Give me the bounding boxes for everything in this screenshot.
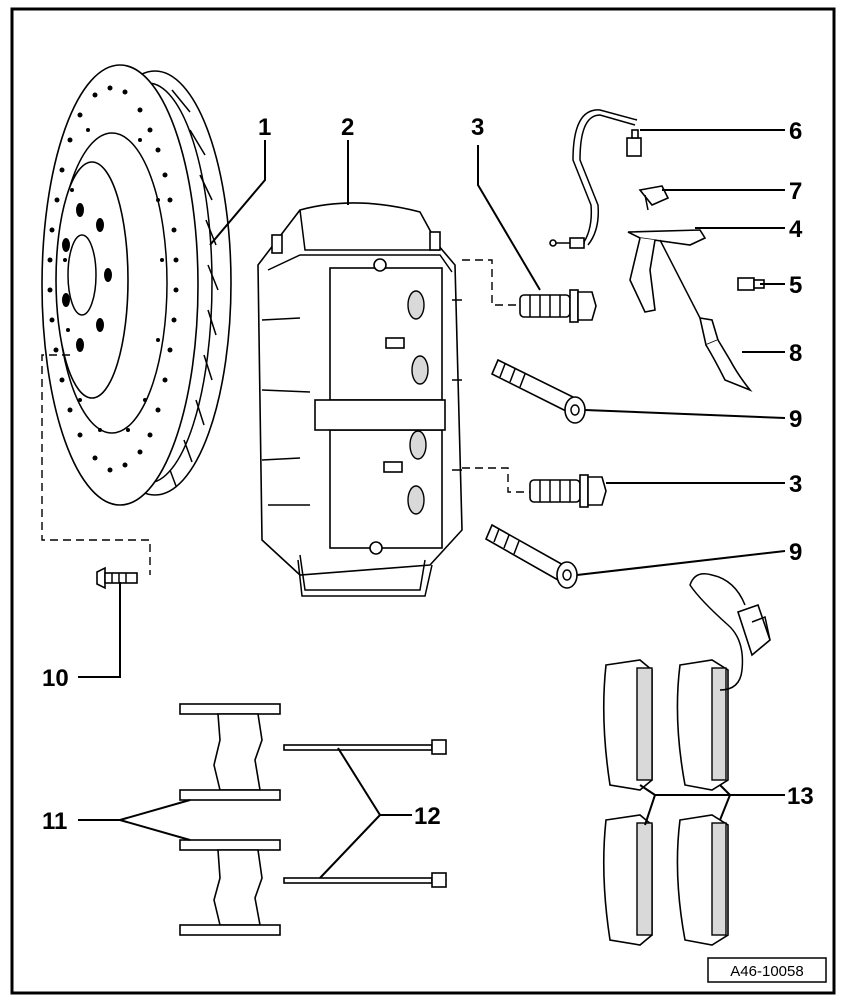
callout-3-upper: 3: [471, 114, 484, 141]
brake-pad-lower-right: [676, 814, 729, 946]
pad-wear-indicator-wire: [689, 573, 771, 691]
brake-pad-upper-left: [602, 659, 653, 791]
reference-code-box: A46-10058: [707, 957, 827, 983]
callout-9-upper: 9: [789, 406, 802, 433]
frame-border: [10, 7, 836, 995]
mounting-bracket: [627, 229, 707, 313]
brake-caliper: [257, 202, 463, 597]
retaining-plate-lower: [179, 839, 281, 936]
callout-2: 2: [341, 114, 354, 141]
callout-labels: 1 2 3 3 4 5 6 7 8 9 9 10 11 12 13: [42, 114, 814, 835]
clip-retainer: [638, 185, 670, 211]
reference-code: A46-10058: [730, 963, 803, 980]
brake-pad-lower-left: [602, 814, 653, 946]
callout-10: 10: [42, 665, 69, 692]
retaining-pin-lower: [283, 872, 447, 888]
callout-1: 1: [258, 114, 271, 141]
hex-bolt-lower: [529, 474, 607, 508]
callout-12: 12: [414, 803, 441, 830]
callout-9-lower: 9: [789, 539, 802, 566]
retaining-pin-upper: [283, 739, 447, 755]
countersunk-screw: [96, 566, 138, 590]
alignment-dashed-line-disc: [41, 354, 151, 575]
callout-7: 7: [789, 178, 802, 205]
bolt-small: [737, 277, 765, 291]
retaining-plate-upper: [179, 703, 281, 801]
callout-6: 6: [789, 118, 802, 145]
wear-sensor-cable: [549, 109, 638, 249]
callout-5: 5: [789, 272, 802, 299]
callout-11: 11: [42, 808, 67, 835]
callout-4: 4: [789, 216, 803, 243]
brake-pad-upper-right: [676, 659, 729, 791]
callout-3-lower: 3: [789, 471, 802, 498]
alignment-dashed-line-lower: [462, 467, 530, 493]
alignment-dashed-line-upper: [462, 259, 520, 306]
callout-13: 13: [787, 783, 814, 810]
sensor-cable-end: [659, 239, 753, 392]
brake-disc: [41, 64, 232, 506]
callout-8: 8: [789, 340, 802, 367]
guide-pin-upper: [490, 358, 586, 424]
connector-plug: [626, 129, 642, 157]
hex-bolt-upper: [519, 289, 597, 323]
leader-lines: [78, 129, 786, 879]
guide-pin-lower: [484, 523, 578, 589]
